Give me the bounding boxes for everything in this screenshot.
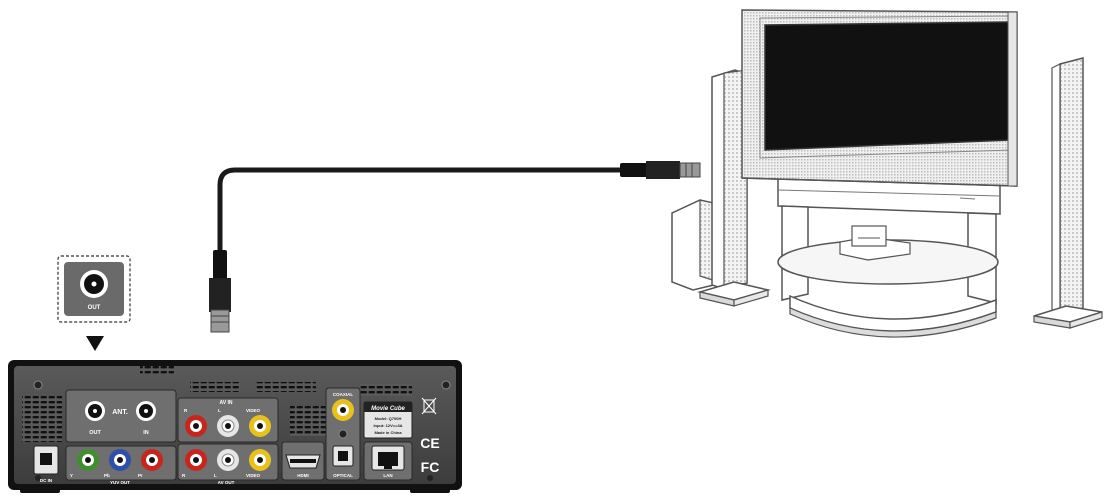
zoom-port-label: OUT <box>88 305 101 311</box>
ant-in-label: IN <box>143 430 149 436</box>
digital-audio-section: COAXIAL OPTICAL <box>325 387 361 481</box>
device-end-plug <box>209 250 231 333</box>
flat-screen-tv <box>741 9 1018 187</box>
ce-mark: CE <box>420 435 439 451</box>
av-in-label: AV IN <box>220 400 233 406</box>
weee-bin-icon <box>421 397 437 415</box>
av-out-label: AV OUT <box>218 480 235 485</box>
av-out-video-label: VIDEO <box>246 473 261 478</box>
info-and-lan-section: Movie Cube Model: Q700H Input: 12V==3A M… <box>363 401 413 481</box>
optical-label: OPTICAL <box>333 473 353 478</box>
yuv-pb-label: Pb <box>104 473 110 478</box>
av-in-section: AV IN R L VIDEO <box>177 397 279 443</box>
home-theater-setup <box>671 9 1103 338</box>
ant-out-label: OUT <box>89 430 101 436</box>
ant-label: ANT. <box>112 409 128 416</box>
yuv-y-label: Y <box>70 473 73 478</box>
lan-label: LAN <box>383 473 392 478</box>
dc-in-port: DC IN <box>33 445 59 483</box>
av-in-video-label: VIDEO <box>246 408 261 413</box>
yuv-out-section: Y Pb Pr YUV OUT <box>65 445 177 485</box>
model-line-2: Input: 12V==3A <box>373 423 402 428</box>
model-line-3: Made in China <box>374 430 402 435</box>
yuv-pr-label: Pr <box>138 473 143 478</box>
dc-in-label: DC IN <box>40 478 52 483</box>
tv-stand <box>777 175 1001 338</box>
hdmi-label: HDMI <box>297 473 309 478</box>
yuv-out-label: YUV OUT <box>110 480 130 485</box>
right-tower-speaker <box>1033 57 1103 329</box>
certification-marks: CE FC <box>420 397 440 475</box>
hdmi-port: HDMI <box>281 441 325 481</box>
tv-end-plug <box>620 161 701 179</box>
antenna-section: ANT. OUT IN <box>65 389 177 443</box>
av-in-r-label: R <box>184 408 188 413</box>
zoomed-out-port: OUT <box>57 255 131 323</box>
media-player-back-panel: ANT. OUT IN AV IN R L VIDEO Y Pb Pr YUV … <box>8 360 462 493</box>
rf-cable <box>209 161 701 333</box>
model-line-1: Model: Q700H <box>375 416 402 421</box>
fc-mark: FC <box>421 459 440 475</box>
av-out-section: R L VIDEO AV OUT <box>177 443 279 485</box>
coaxial-label: COAXIAL <box>333 392 354 397</box>
av-out-r-label: R <box>182 473 186 478</box>
av-out-l-label: L <box>214 473 217 478</box>
brand-label: Movie Cube <box>371 406 405 412</box>
down-arrow-icon <box>86 336 104 351</box>
av-in-l-label: L <box>218 408 221 413</box>
